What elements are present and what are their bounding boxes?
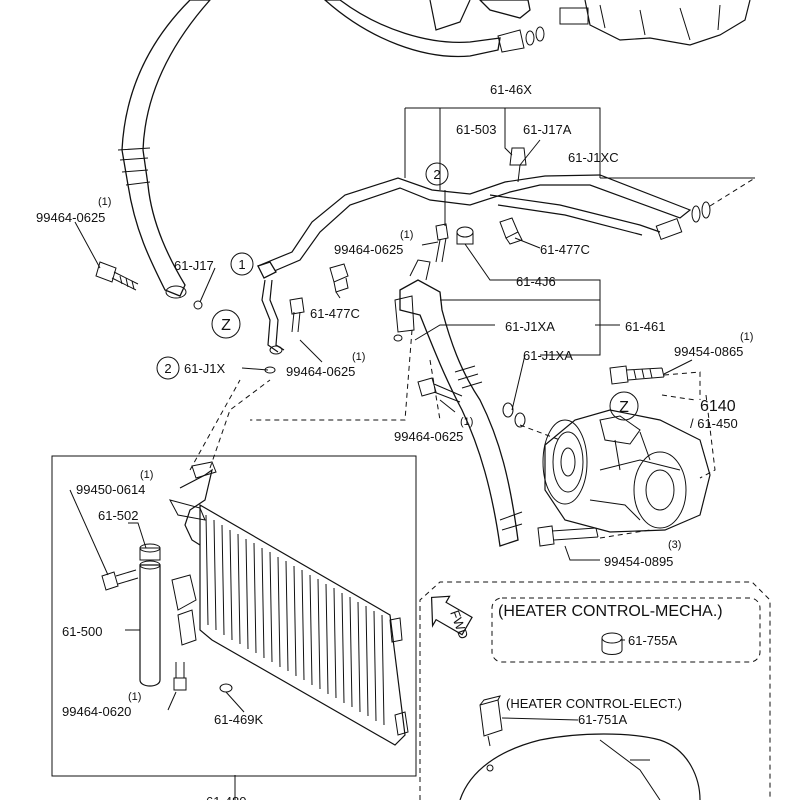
- bolt-99454-0895: [537, 525, 599, 547]
- label-61-461: 61-461: [625, 319, 665, 334]
- label-61-j17: 61-J17: [174, 258, 214, 273]
- label-61-j1xa-a: 61-J1XA: [505, 319, 555, 334]
- circle-marker-z-right: Z: [609, 391, 639, 421]
- label-99450-0614: 99450-0614: [76, 482, 145, 497]
- label-61-477c-a: 61-477C: [540, 242, 590, 257]
- compressor-6140: [542, 409, 711, 533]
- label-61-46x: 61-46X: [490, 82, 532, 97]
- label-heater-control-mecha: (HEATER CONTROL-MECHA.): [498, 603, 723, 620]
- qty-label: (1): [98, 196, 111, 208]
- label-61-4j6: 61-4J6: [516, 274, 556, 289]
- svg-text:Z: Z: [619, 399, 629, 416]
- svg-text:Z: Z: [221, 317, 231, 334]
- dashboard-panel: [459, 733, 701, 800]
- label-fwd: FWD: [447, 608, 471, 641]
- receiver-drier-61-500: [139, 543, 161, 687]
- clip-61-477c-a: [499, 217, 523, 245]
- label-61-502: 61-502: [98, 508, 138, 523]
- engine-block: [429, 0, 751, 46]
- label-61-755a: 61-755A: [628, 633, 677, 648]
- bolt-99464-0620: [173, 662, 187, 691]
- label-99454-0895: 99454-0895: [604, 554, 673, 569]
- bolt-99464-0625-a: [95, 261, 139, 291]
- discharge-hose-upper: [324, 0, 545, 58]
- discharge-hose-61-461: [393, 259, 526, 547]
- bolt-99464-0625-d: [417, 377, 463, 403]
- label-99454-0865: 99454-0865: [674, 344, 743, 359]
- label-61-j1xc: 61-J1XC: [568, 150, 619, 165]
- label-61-480: 61-480: [206, 794, 246, 800]
- bolt-99450-0614: [101, 569, 139, 591]
- svg-text:1: 1: [238, 257, 245, 272]
- svg-text:2: 2: [433, 167, 440, 182]
- cap-61-4j6: [456, 226, 474, 238]
- pipe-assembly-61-46x: [257, 107, 756, 374]
- label-99464-0625-b: 99464-0625: [334, 242, 403, 257]
- switch-61-751a: [479, 695, 503, 747]
- clip-61-477c-b: [329, 263, 349, 293]
- bolt-99464-0625-c: [435, 190, 449, 263]
- label-61-500: 61-500: [62, 624, 102, 639]
- circle-marker-z-left: Z: [211, 309, 241, 339]
- condenser-box: [51, 455, 417, 777]
- qty-label: (1): [400, 229, 413, 241]
- heater-control-box: [419, 581, 771, 800]
- suction-hose-upper: [117, 0, 211, 299]
- label-61-503: 61-503: [456, 122, 496, 137]
- label-61-751a: 61-751A: [578, 712, 627, 727]
- label-6140: 6140: [700, 398, 736, 415]
- qty-label: (1): [352, 351, 365, 363]
- label-61-450: / 61-450: [690, 416, 738, 431]
- fwd-arrow-icon: [430, 595, 473, 636]
- label-61-j1xa-b: 61-J1XA: [523, 348, 573, 363]
- label-99464-0625-a: 99464-0625: [36, 210, 105, 225]
- bolt-99454-0865: [609, 365, 665, 385]
- condenser-61-480: [169, 461, 409, 746]
- circle-marker-1: 1: [230, 252, 254, 276]
- qty-label: (3): [668, 539, 681, 551]
- circle-marker-2-left: 2: [156, 356, 180, 380]
- label-61-469k: 61-469K: [214, 712, 263, 727]
- svg-text:2: 2: [164, 361, 171, 376]
- bolt-99464-0625-b: [289, 297, 305, 333]
- label-61-j17a: 61-J17A: [523, 122, 572, 137]
- button-61-755a: [601, 632, 623, 655]
- o-ring-61-j17: [193, 300, 203, 310]
- label-heater-control-elect: (HEATER CONTROL-ELECT.): [506, 696, 682, 711]
- label-99464-0625-c: 99464-0625: [286, 364, 355, 379]
- qty-label: (1): [460, 416, 473, 428]
- label-99464-0625-d: 99464-0625: [394, 429, 463, 444]
- qty-label: (1): [740, 331, 753, 343]
- label-61-477c-b: 61-477C: [310, 306, 360, 321]
- leader-lines: [69, 221, 693, 800]
- o-ring-61-469k: [219, 683, 233, 693]
- qty-label: (1): [140, 469, 153, 481]
- qty-label: (1): [128, 691, 141, 703]
- label-61-j1x: 61-J1X: [184, 361, 226, 376]
- circle-marker-2-top: 2: [425, 162, 449, 186]
- label-99464-0620: 99464-0620: [62, 704, 131, 719]
